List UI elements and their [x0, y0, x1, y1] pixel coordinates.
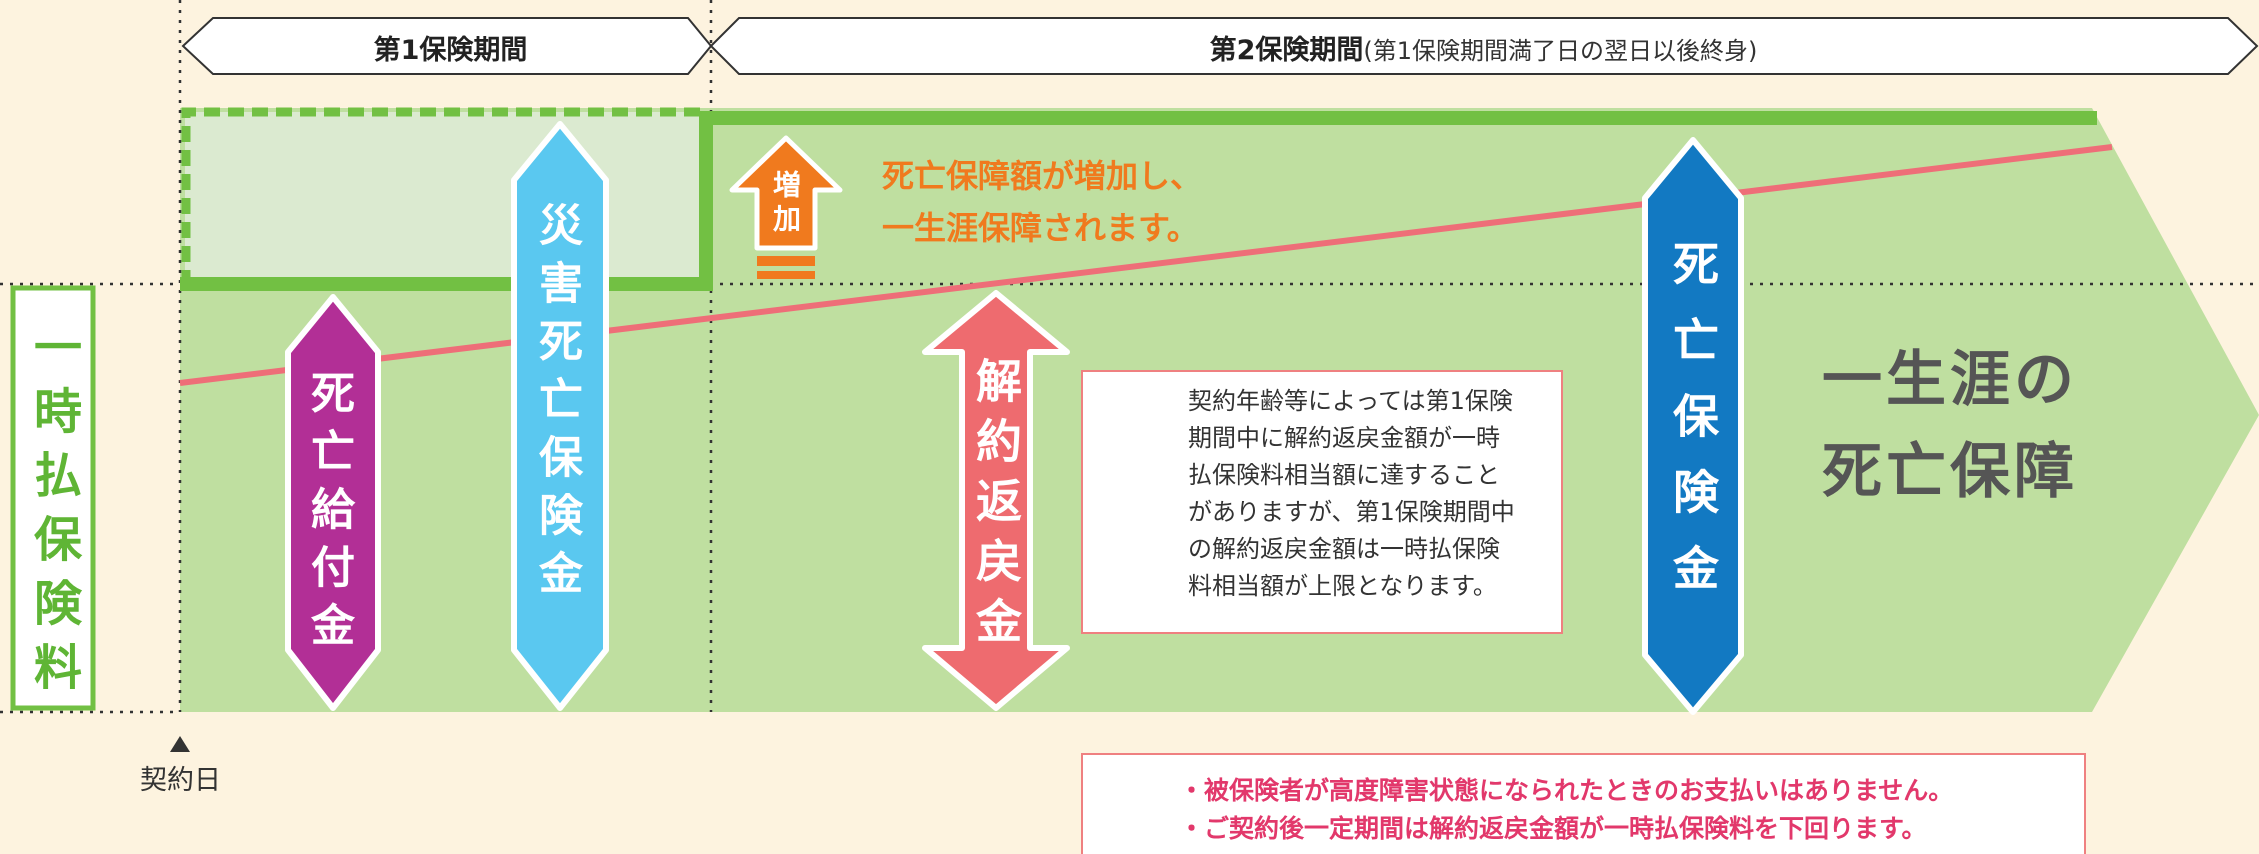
- first-period-label: 第1保険期間: [373, 35, 528, 66]
- death-benefit-arrow: [285, 294, 381, 711]
- lifetime-title-line2: 死亡保障: [1822, 437, 2078, 507]
- second-period-label: 第2保険期間(第1保険期間満了日の翌日以後終身): [739, 28, 2228, 67]
- death-insurance-label: 死亡保険金: [1666, 240, 1720, 620]
- increase-arrow-bar-1: [757, 256, 815, 266]
- increase-message-line2: 一生涯保障されます。: [882, 209, 1199, 247]
- surrender-value-label: 解約返戻金: [969, 357, 1023, 657]
- surrender-value-arrow: [922, 290, 1070, 711]
- lifetime-title-line1: 一生涯の: [1822, 345, 2078, 415]
- notice-line: の解約返戻金額は一時払保険: [1188, 535, 1500, 563]
- bottom-notice-line: ・ご契約後一定期間は解約返戻金額が一時払保険料を下回ります。: [1179, 814, 1927, 843]
- increase-message-line1: 死亡保障額が増加し、: [882, 157, 1203, 195]
- increase-badge: 増加: [769, 170, 802, 238]
- contract-day-marker: [170, 736, 190, 752]
- bottom-notice-line: ・被保険者が高度障害状態になられたときのお支払いはありません。: [1179, 776, 1954, 805]
- surrender-value-line: [179, 144, 2113, 386]
- surrender-notice-box: 契約年齢等によっては第1保険 期間中に解約返戻金額が一時 払保険料相当額に達する…: [1081, 370, 1563, 634]
- notice-line: 契約年齢等によっては第1保険: [1188, 387, 1513, 415]
- death-insurance-arrow: [1642, 137, 1744, 715]
- notice-line: がありますが、第1保険期間中: [1188, 498, 1515, 526]
- notice-line: 払保険料相当額に達すること: [1188, 461, 1500, 489]
- premium-box: [10, 285, 96, 711]
- second-period-title: 第2保険期間: [1209, 35, 1364, 66]
- first-period-highlight: [185, 112, 705, 284]
- death-benefit-line: [180, 111, 2097, 291]
- bottom-notice-box: ・被保険者が高度障害状態になられたときのお支払いはありません。 ・ご契約後一定期…: [1081, 753, 2086, 854]
- premium-label: 一時払保険料: [25, 322, 81, 706]
- increase-arrow: [729, 135, 843, 251]
- increase-arrow-bar-2: [757, 271, 815, 279]
- contract-day-label: 契約日: [140, 765, 221, 796]
- accident-death-label: 災害死亡保険金: [531, 202, 582, 608]
- increase-message: 死亡保障額が増加し、 一生涯保障されます。: [882, 150, 1202, 254]
- accident-death-arrow: [511, 121, 609, 711]
- second-period-note: (第1保険期間満了日の翌日以後終身): [1363, 37, 1758, 65]
- accident-death-dashed-outline: [181, 107, 704, 286]
- death-benefit-label: 死亡給付金: [303, 370, 354, 660]
- notice-line: 料相当額が上限となります。: [1188, 572, 1497, 600]
- second-period-bar: [709, 17, 2259, 75]
- notice-line: 期間中に解約返戻金額が一時: [1188, 424, 1500, 452]
- lifetime-coverage-title: 一生涯の 死亡保障: [1800, 334, 2100, 518]
